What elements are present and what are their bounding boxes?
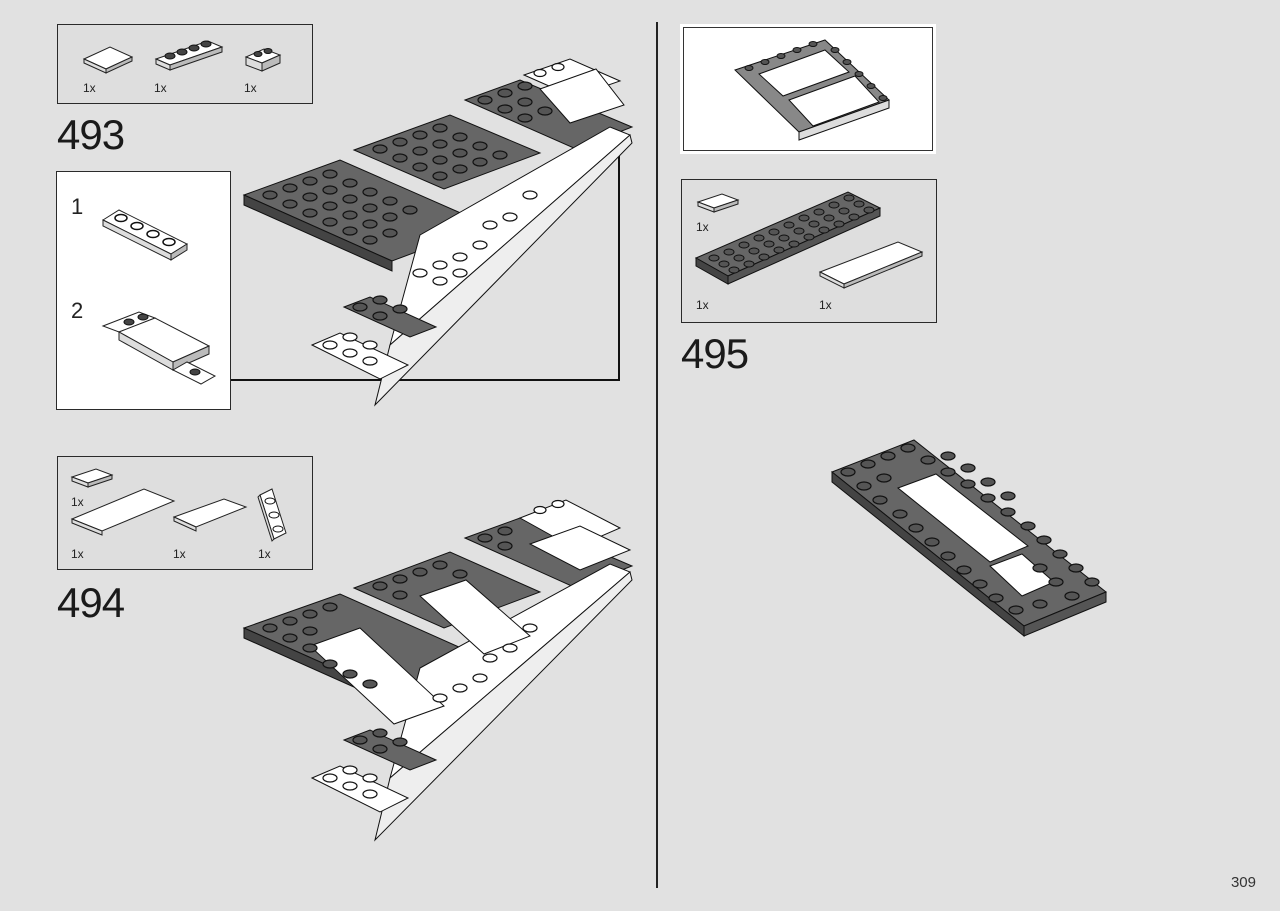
step-number: 495 <box>681 330 749 377</box>
substep-number: 1 <box>71 194 84 219</box>
part-tile-2x6-white <box>70 488 176 536</box>
part-plate-1x4-white <box>154 40 224 71</box>
part-qty: 1x <box>154 81 167 95</box>
part-qty: 1x <box>696 220 709 234</box>
step-494-parts-box: 1x 1x 1x 1x <box>57 456 313 570</box>
step-495-parts-box: 1x 1x 1x <box>681 179 937 323</box>
step-number: 493 <box>57 111 125 158</box>
part-tile-2x4-white <box>172 498 248 532</box>
step-494-model-illustration <box>242 499 634 842</box>
part-tile-1x2-white <box>70 468 114 488</box>
column-divider <box>656 22 658 888</box>
part-wedge-plate-white <box>257 488 287 542</box>
part-tile-2x6-white <box>818 241 924 289</box>
substep-number: 2 <box>71 298 84 323</box>
part-tile-1x2-white <box>82 46 134 74</box>
part-qty: 1x <box>819 298 832 312</box>
part-qty: 1x <box>71 495 84 509</box>
part-qty: 1x <box>83 81 96 95</box>
part-tile-1x2-white <box>696 193 740 213</box>
context-model-illustration <box>734 39 890 141</box>
part-qty: 1x <box>244 81 257 95</box>
step-495-model-illustration <box>831 439 1107 638</box>
part-qty: 1x <box>696 298 709 312</box>
part-plate-4x10-dark <box>694 191 882 285</box>
step-number: 494 <box>57 579 125 626</box>
part-qty: 1x <box>258 547 271 561</box>
model-context-box <box>683 27 933 151</box>
sub-assembly-box: 1 2 <box>56 171 231 410</box>
step-493-parts-box: 1x 1x 1x <box>57 24 313 104</box>
substep-1-plate-illustration <box>101 209 189 261</box>
step-493-model-illustration <box>242 58 634 407</box>
part-bracket-white <box>244 48 282 72</box>
part-qty: 1x <box>173 547 186 561</box>
part-qty: 1x <box>71 547 84 561</box>
substep-2-assembly-illustration <box>101 311 217 385</box>
page-number: 309 <box>1230 874 1256 891</box>
